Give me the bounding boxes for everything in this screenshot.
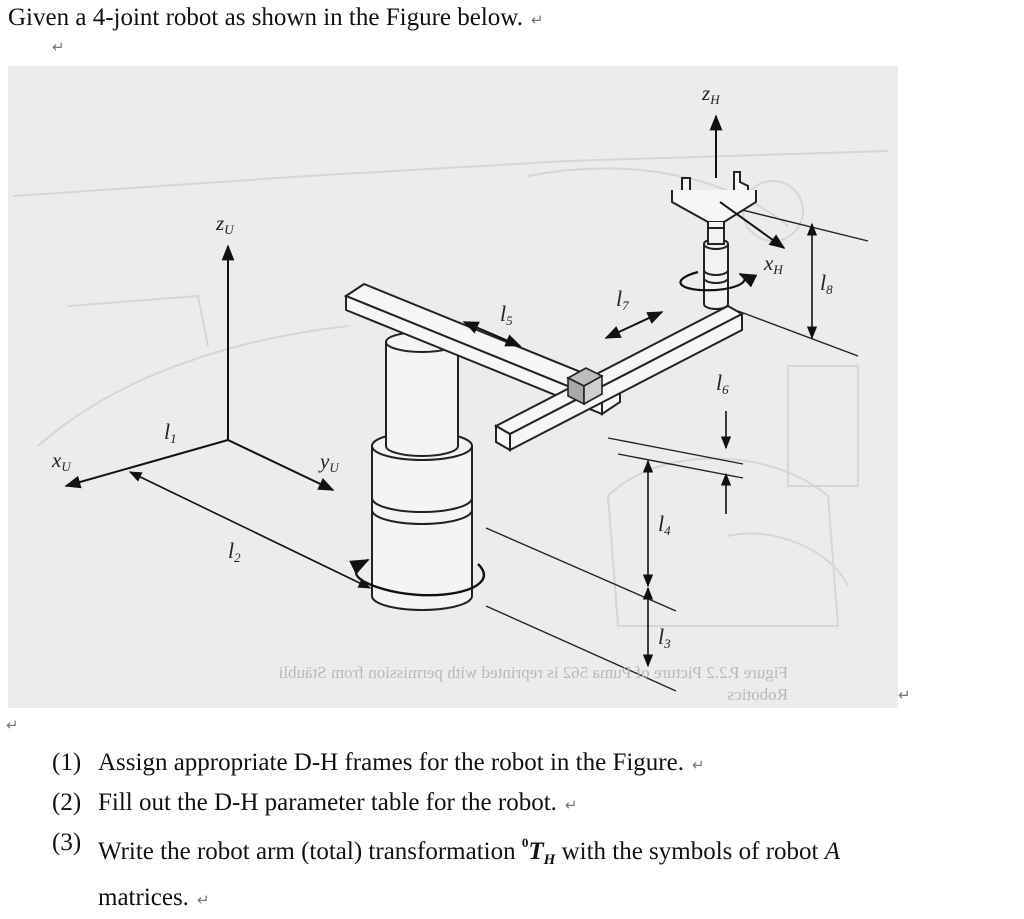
label-xU: xU xyxy=(51,448,72,474)
label-l8: l8 xyxy=(820,270,833,297)
symbol-A: A xyxy=(824,838,841,865)
question-number: (2) xyxy=(52,789,82,816)
label-yU: yU xyxy=(318,449,340,475)
label-l5: l5 xyxy=(500,301,513,328)
hand-frame xyxy=(709,114,786,249)
xU-axis xyxy=(64,439,229,489)
label-zU: zU xyxy=(215,211,235,237)
question-number: (3) xyxy=(52,829,82,856)
robot-base xyxy=(371,331,473,611)
l7-arrow xyxy=(604,311,664,339)
label-l1: l1 xyxy=(164,419,177,446)
question-text: matrices. xyxy=(98,884,189,911)
bleed-text-line1: Figure P.2.2 Picture of Puma 562 is repr… xyxy=(278,663,788,682)
label-l6: l6 xyxy=(716,370,729,397)
question-text: Fill out the D-H parameter table for the… xyxy=(98,789,578,816)
label-zH: zH xyxy=(701,81,720,107)
label-l2: l2 xyxy=(228,538,241,565)
question-text: Assign appropriate D-H frames for the ro… xyxy=(98,749,705,776)
base-rotation-arrow xyxy=(349,558,486,597)
label-l7: l7 xyxy=(616,286,629,313)
xH-axis xyxy=(719,201,786,249)
robot-figure: zU xU yU zH xH l1 l2 l3 l4 l5 l6 l7 l8 F… xyxy=(8,66,898,708)
label-l4: l4 xyxy=(658,511,671,538)
transform-symbol: 0TH xyxy=(521,835,556,868)
question-1: (1) Assign appropriate D-H frames for th… xyxy=(52,744,1017,784)
wrist-rotation-arrow xyxy=(679,270,758,292)
background-ghost-drawing xyxy=(12,150,889,627)
label-l3: l3 xyxy=(658,624,671,651)
question-3-continuation: matrices. ↵ xyxy=(52,879,1017,919)
label-xH: xH xyxy=(763,251,783,277)
vertical-dimensions xyxy=(642,222,818,668)
link-l7 xyxy=(493,304,745,452)
return-mark-icon: ↵ xyxy=(196,891,210,909)
intro-line: Given a 4-joint robot as shown in the Fi… xyxy=(8,2,544,36)
return-mark-icon: ↵ xyxy=(898,686,911,704)
slider-block xyxy=(566,367,604,406)
l5-arrow xyxy=(462,321,522,347)
question-3: (3) Write the robot arm (total) transfor… xyxy=(52,824,1017,879)
return-mark-icon: ↵ xyxy=(691,756,705,774)
question-number: (1) xyxy=(52,749,82,776)
return-mark-icon: ↵ xyxy=(52,38,65,56)
return-mark-icon: ↵ xyxy=(530,11,544,29)
return-mark-icon: ↵ xyxy=(564,796,578,814)
question-2: (2) Fill out the D-H parameter table for… xyxy=(52,784,1017,824)
question-list: (1) Assign appropriate D-H frames for th… xyxy=(52,744,1017,919)
intro-text: Given a 4-joint robot as shown in the Fi… xyxy=(8,4,523,31)
l2-dimension xyxy=(128,471,372,589)
bleed-through-text: Figure P.2.2 Picture of Puma 562 is repr… xyxy=(278,663,788,704)
return-mark-icon: ↵ xyxy=(6,716,19,734)
bleed-text-line2: Robotics xyxy=(728,685,788,704)
wrist xyxy=(703,225,729,310)
question-text: Write the robot arm (total) transformati… xyxy=(98,835,841,868)
